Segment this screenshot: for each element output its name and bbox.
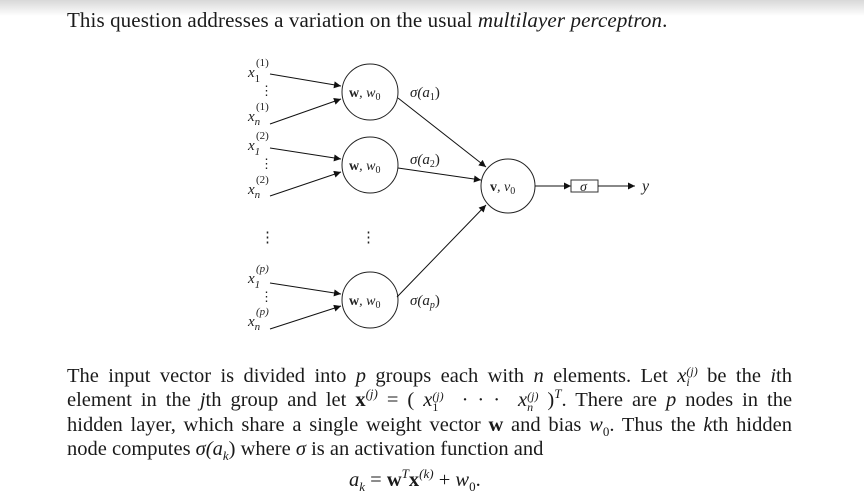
intro-text: This question addresses a variation on t… [67,8,478,32]
hidden-output-label-2: σ(a2) [410,152,440,170]
edge-xn-to-hidden1 [269,98,342,125]
paragraph-line-3: hidden layer, which share a single weigh… [67,413,792,439]
intro-period: . [662,8,668,32]
ellipsis-group1: ⋮ [260,83,273,98]
ellipsis-inputs: ⋮ [260,230,275,246]
paragraph-line-2: element in the jth group and let x(j) = … [67,386,793,414]
hidden-node-p-label: w, w0 [349,294,380,311]
hidden-node-2: w, w0 [341,136,399,194]
hidden-node-1: w, w0 [341,63,399,121]
input-xn-groupp: xn [247,314,261,333]
input-group2-sup-top: (2) [256,130,269,142]
mlp-diagram: x1 (1) ⋮ xn (1) x1 (2) ⋮ xn (2) ⋮ ⋮ x1 (… [247,57,650,333]
input-xn-group2: xn [247,182,261,201]
hidden-node-1-label: w, w0 [349,86,380,103]
input-groupp-sup-top: (p) [256,263,269,275]
input-groupp-sup-bottom: (p) [256,306,269,318]
hidden-node-2-circle [341,136,399,194]
input-group1-sup-bottom: (1) [256,101,269,113]
edge-hiddenp-to-output [396,204,487,298]
input-group-2: x1 (2) ⋮ xn (2) [247,130,342,201]
edge-x1-to-hidden2 [269,147,342,162]
ellipsis-groupp: ⋮ [260,289,273,304]
input-x1-group2: x1 [247,138,260,158]
intro-emphasis: multilayer perceptron [477,8,663,32]
hidden-output-label-p: σ(ap) [410,293,440,311]
hidden-output-label-1: σ(a1) [410,85,440,103]
edge-xn-to-hiddenp [269,304,342,330]
input-group-1: x1 (1) ⋮ xn (1) [247,57,342,128]
ellipsis-hidden: ⋮ [361,230,376,246]
hidden-node-p: w, w0 [341,271,399,329]
top-shade [0,0,864,16]
input-x1-groupp: x1 [247,271,260,291]
paragraph-line-1: The input vector is divided into p group… [67,364,792,390]
ellipsis-group2: ⋮ [260,156,273,171]
output-node-label: v, v0 [490,180,515,197]
input-xn-group1: xn [247,109,261,128]
edge-hidden2-to-output [397,167,482,183]
output-node: v, v0 [480,158,536,214]
input-x1-group1: x1 [247,65,260,85]
activation-box-label: σ [580,180,588,195]
edge-xn-to-hidden2 [269,170,342,197]
paragraph-line-4: node computes σ(ak) where σ is an activa… [67,437,544,463]
input-group-p: x1 (p) ⋮ xn (p) [247,263,342,333]
hidden-node-2-label: w, w0 [349,159,380,176]
edge-x1-to-hidden1 [269,73,342,89]
description-paragraph: The input vector is divided into p group… [67,364,793,463]
edge-hidden1-to-output [397,97,487,168]
output-y-label: y [640,178,650,195]
display-equation: ak = wTx(k) + w0. [349,466,481,495]
input-group2-sup-bottom: (2) [256,174,269,186]
input-group1-sup-top: (1) [256,57,269,69]
hidden-node-1-circle [341,63,399,121]
edge-x1-to-hiddenp [269,282,342,297]
intro-sentence: This question addresses a variation on t… [67,8,667,33]
hidden-node-p-circle [341,271,399,329]
